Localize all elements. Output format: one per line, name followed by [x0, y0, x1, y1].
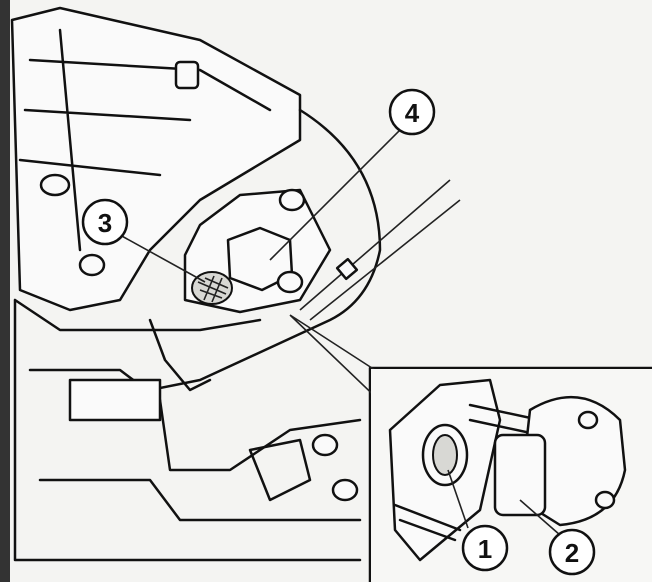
- detail-inset: [388, 378, 627, 562]
- callout-label-1: 1: [478, 534, 492, 564]
- detail-inset-border: [368, 366, 652, 582]
- callout-4: 4: [388, 88, 436, 136]
- callout-1: 1: [461, 524, 509, 572]
- callout-label-3: 3: [98, 208, 112, 238]
- callout-3: 3: [81, 198, 129, 246]
- transmission-housing: [10, 6, 382, 562]
- speedometer-cable: [299, 179, 461, 321]
- callout-label-2: 2: [565, 538, 579, 568]
- cover-plate: [183, 188, 332, 314]
- callout-label-4: 4: [405, 98, 420, 128]
- callout-2: 2: [548, 528, 596, 576]
- page-edge: [0, 0, 10, 582]
